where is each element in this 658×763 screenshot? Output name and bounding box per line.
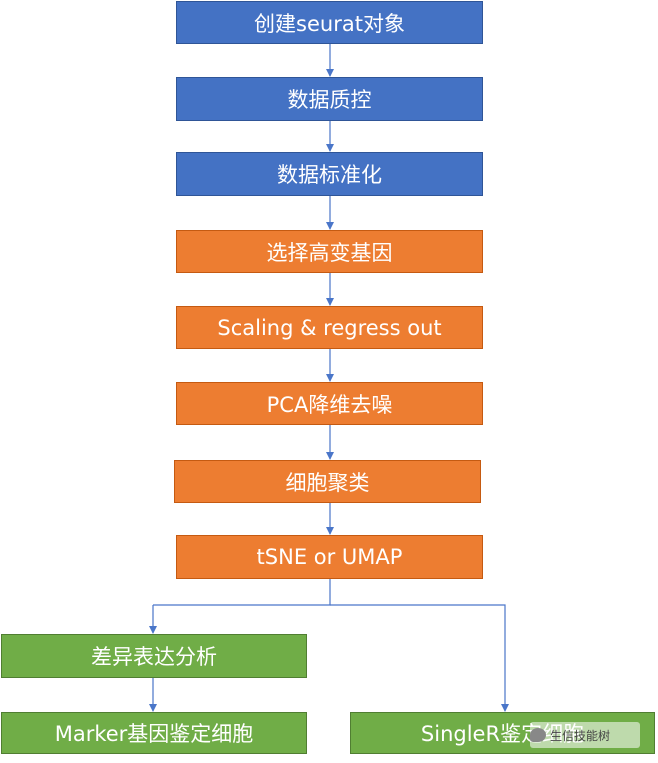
node-hvg: 选择高变基因 [176, 230, 483, 273]
watermark: 生信技能树 [530, 722, 640, 748]
wechat-icon [530, 728, 546, 742]
node-scaling: Scaling & regress out [176, 306, 483, 349]
watermark-text: 生信技能树 [550, 728, 611, 743]
branch-connector [153, 579, 331, 606]
node-marker: Marker基因鉴定细胞 [1, 712, 307, 754]
node-qc: 数据质控 [176, 77, 483, 121]
node-normalize: 数据标准化 [176, 152, 483, 196]
node-create-seurat: 创建seurat对象 [176, 1, 483, 44]
arrow-branch-to-singler [330, 604, 509, 712]
node-pca: PCA降维去噪 [176, 382, 483, 425]
node-deg: 差异表达分析 [1, 634, 307, 678]
node-tsne-umap: tSNE or UMAP [176, 535, 483, 579]
node-cluster: 细胞聚类 [174, 460, 481, 503]
